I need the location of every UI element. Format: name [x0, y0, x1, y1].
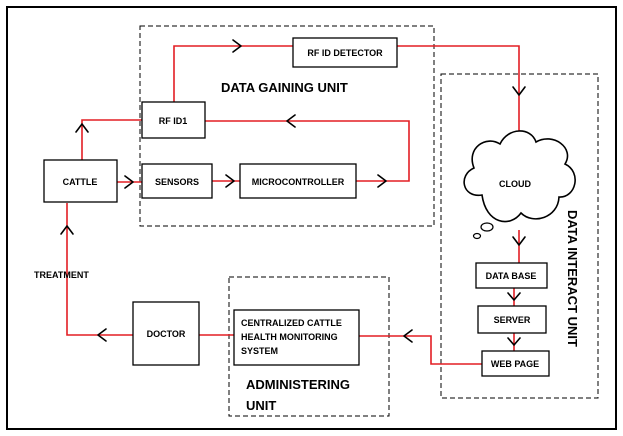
rfid-detector-label: RF ID DETECTOR: [307, 48, 383, 58]
arrow-head: [286, 114, 296, 128]
data-gaining-unit-boundary: [139, 25, 435, 227]
treatment-label: TREATMENT: [34, 270, 89, 280]
doctor-label: DOCTOR: [147, 329, 186, 339]
sensors-box: [141, 163, 213, 199]
webpage-box: [481, 350, 550, 377]
cloud-thought-bubble: [472, 232, 482, 240]
arrow-head: [507, 337, 521, 346]
cattle-box: [43, 159, 118, 203]
rfid1-box: [141, 101, 206, 139]
sensors-label: SENSORS: [155, 177, 199, 187]
data-interact-unit-title: DATA INTERACT UNIT: [565, 210, 580, 347]
rfid-detector-box: [292, 37, 398, 68]
database-box: [475, 262, 548, 289]
wire-doctor-to-cattle: [66, 203, 133, 336]
arrow-head: [60, 225, 74, 235]
cloud-shape: [463, 130, 576, 223]
monitoring-system-box: [233, 309, 360, 366]
wire-webpage-to-monitoring: [359, 335, 482, 365]
administering-unit-boundary: [228, 276, 390, 417]
microcontroller-label: MICROCONTROLLER: [252, 177, 345, 187]
database-label: DATA BASE: [486, 271, 537, 281]
webpage-label: WEB PAGE: [491, 359, 539, 369]
microcontroller-box: [239, 163, 357, 199]
arrow-head: [377, 174, 387, 188]
rfid1-label: RF ID1: [159, 116, 188, 126]
arrow-head: [403, 329, 413, 343]
arrow-head: [232, 39, 242, 53]
arrow-head: [507, 292, 521, 301]
data-interact-unit-boundary: [440, 73, 599, 399]
monitoring-system-label-line1: CENTRALIZED CATTLE: [241, 318, 342, 328]
arrow-head: [124, 175, 134, 189]
wire-rfid1-to-cattle: [81, 119, 142, 160]
server-label: SERVER: [494, 315, 531, 325]
wire-detector-to-cloud: [397, 45, 520, 132]
cloud-label: CLOUD: [499, 179, 531, 189]
cloud-thought-bubble: [480, 222, 494, 232]
wire-rfid1-to-detector: [173, 45, 293, 102]
monitoring-system-label-line3: SYSTEM: [241, 346, 278, 356]
data-gaining-unit-title: DATA GAINING UNIT: [221, 80, 348, 95]
server-box: [477, 305, 547, 334]
monitoring-system-label-line2: HEALTH MONITORING: [241, 332, 338, 342]
arrow-head: [225, 174, 235, 188]
cattle-label: CATTLE: [63, 177, 98, 187]
administering-unit-title-line1: ADMINISTERING: [246, 377, 350, 392]
administering-unit-title-line2: UNIT: [246, 398, 276, 413]
wire-microcontroller-to-rfid1: [205, 120, 410, 182]
arrow-head: [97, 328, 107, 342]
diagram-frame: [6, 6, 617, 430]
arrow-head: [75, 123, 89, 133]
arrow-head: [512, 86, 526, 96]
arrow-head: [512, 236, 526, 246]
doctor-box: [132, 301, 200, 366]
